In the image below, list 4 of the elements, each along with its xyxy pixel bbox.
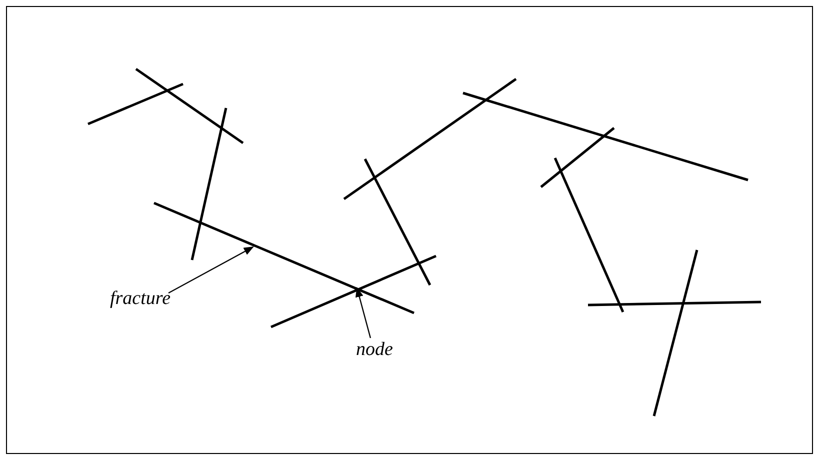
leader-line — [355, 287, 372, 338]
callout-label: node — [356, 340, 393, 359]
callout-label: fracture — [110, 289, 171, 308]
leader-line — [168, 246, 254, 294]
